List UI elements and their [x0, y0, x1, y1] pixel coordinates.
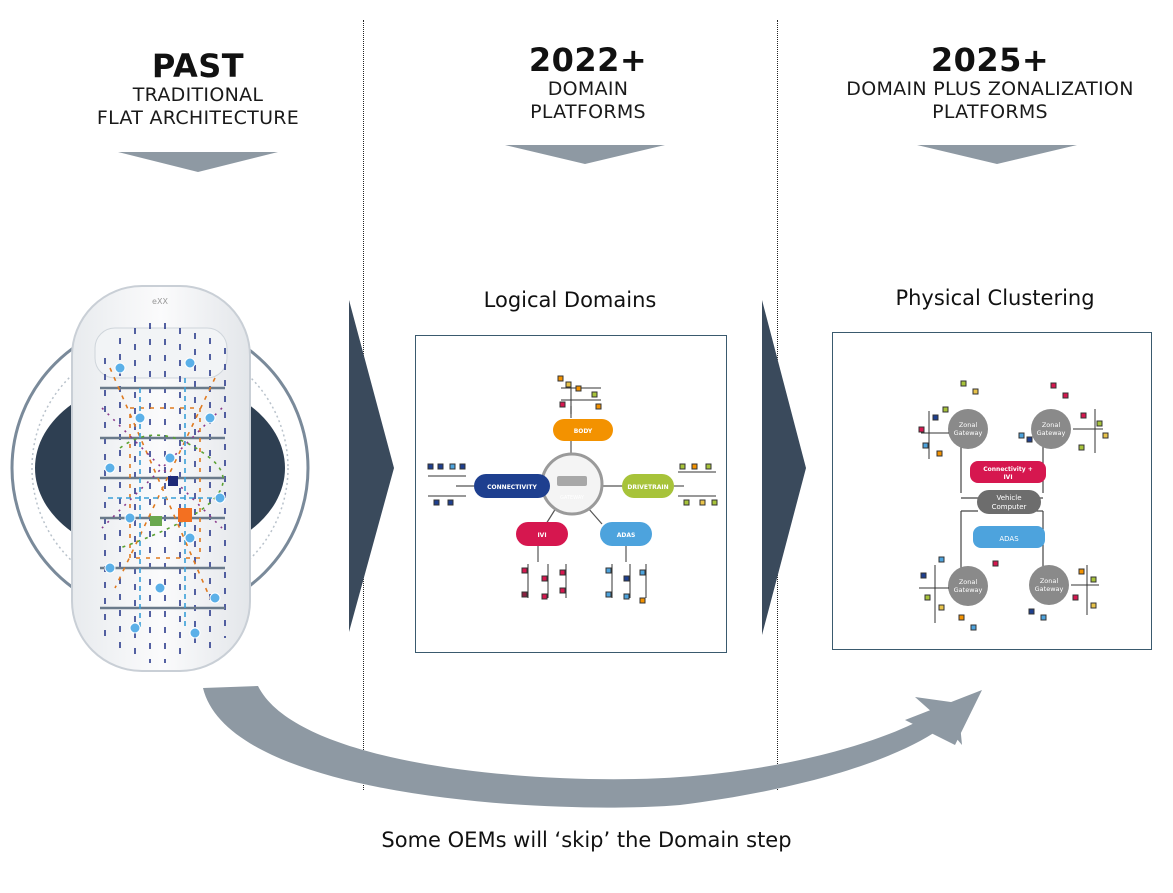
past-header: PAST TRADITIONAL FLAT ARCHITECTURE [88, 48, 308, 130]
past-era: PAST [151, 47, 245, 85]
domain-line1: DOMAIN [547, 78, 629, 100]
car-ecu-navy [168, 476, 178, 486]
zonal-gateway-bottom-left-label1: Zonal [959, 578, 978, 586]
connectivity-ivi-label2: IVI [1003, 474, 1012, 481]
drivetrain-pill-label: DRIVETRAIN [627, 484, 668, 491]
vehicle-computer-box[interactable] [977, 490, 1041, 514]
zonal-gateway-top-left-label1: Zonal [959, 421, 978, 429]
adas-box[interactable] [973, 526, 1045, 548]
zonal-gateway-top-left[interactable] [948, 409, 988, 449]
logical-domains-title: Logical Domains [483, 288, 657, 312]
zone-ecu-bottom-right [1028, 565, 1099, 621]
zonal-gateway-bottom-left[interactable] [948, 566, 988, 606]
connectivity-ivi-label1: Connectivity + [983, 466, 1032, 473]
connectivity-pill[interactable] [474, 474, 550, 498]
domain-down-chevron [505, 145, 665, 164]
zonal-down-chevron [917, 145, 1077, 164]
body-pill-label: BODY [574, 428, 593, 435]
progress-arrow-2 [762, 300, 806, 635]
skip-step-caption: Some OEMs will ‘skip’ the Domain step [381, 828, 792, 852]
adas-box-label: ADAS [999, 535, 1019, 543]
vehicle-computer-label1: Vehicle [996, 494, 1021, 502]
domain-line2: PLATFORMS [530, 101, 646, 123]
car-illustration: eXX [10, 285, 310, 672]
drivetrain-ecu-tree [678, 463, 718, 506]
skip-arrow-body [203, 686, 962, 808]
adas-pill-label: ADAS [617, 532, 636, 539]
adas-ecu-tree [605, 564, 647, 604]
zonal-gateway-bottom-right[interactable] [1029, 565, 1069, 605]
zonal-line1: DOMAIN PLUS ZONALIZATION [846, 78, 1134, 100]
connectivity-ecu-tree [427, 463, 466, 506]
domain-era: 2022+ [528, 41, 648, 79]
past-line2: FLAT ARCHITECTURE [96, 107, 300, 129]
zone-ecu-top-left [918, 380, 979, 459]
zonal-header: 2025+ DOMAIN PLUS ZONALIZATION PLATFORMS [830, 42, 1150, 124]
car-ecu-nodes [104, 357, 226, 639]
zonal-gateway-top-right[interactable] [1031, 409, 1071, 449]
zonal-gateway-bottom-right-label2: Gateway [1035, 585, 1064, 593]
connectivity-ivi-box[interactable] [970, 461, 1046, 483]
gateway-icon [557, 476, 587, 486]
gateway-label: GATEWAY [560, 495, 585, 501]
ivi-pill-label: IVI [537, 532, 546, 539]
logical-domains-diagram: GATEWAY BODY CONNECTIVITY DRIVETRAIN IVI… [427, 375, 718, 604]
body-ecu-tree [557, 375, 602, 414]
zonal-gateway-top-left-label2: Gateway [954, 429, 983, 437]
ivi-ecu-tree [521, 564, 567, 600]
logical-domains-panel: GATEWAY BODY CONNECTIVITY DRIVETRAIN IVI… [415, 335, 727, 653]
adas-pill[interactable] [600, 522, 652, 546]
car-ecu-orange [178, 508, 192, 522]
zonal-gateway-top-right-label2: Gateway [1037, 429, 1066, 437]
body-pill[interactable] [553, 419, 613, 441]
past-down-chevron [118, 152, 278, 172]
physical-clustering-title: Physical Clustering [895, 286, 1095, 310]
car-ecu-green [150, 516, 162, 526]
past-line1: TRADITIONAL [132, 84, 264, 106]
zone-ecu-top-right [1018, 382, 1109, 453]
connectivity-pill-label: CONNECTIVITY [487, 484, 537, 491]
zonal-era: 2025+ [930, 41, 1050, 79]
progress-arrow-1 [349, 300, 394, 632]
zone-ecu-bottom-left [919, 556, 999, 631]
skip-arrow-head [905, 690, 982, 745]
zonal-line2: PLATFORMS [932, 101, 1048, 123]
physical-clustering-diagram: Zonal Gateway Zonal Gateway Zonal Gatewa… [918, 380, 1109, 631]
drivetrain-pill[interactable] [622, 474, 674, 498]
vehicle-computer-label2: Computer [992, 503, 1027, 511]
ivi-pill[interactable] [516, 522, 568, 546]
car-windshield [94, 327, 228, 379]
zonal-gateway-bottom-right-label1: Zonal [1040, 577, 1059, 585]
physical-clustering-panel: Zonal Gateway Zonal Gateway Zonal Gatewa… [832, 332, 1152, 650]
zonal-gateway-top-right-label1: Zonal [1042, 421, 1061, 429]
car-badge: eXX [152, 297, 168, 306]
zonal-gateway-bottom-left-label2: Gateway [954, 586, 983, 594]
domain-header: 2022+ DOMAIN PLATFORMS [478, 42, 698, 124]
